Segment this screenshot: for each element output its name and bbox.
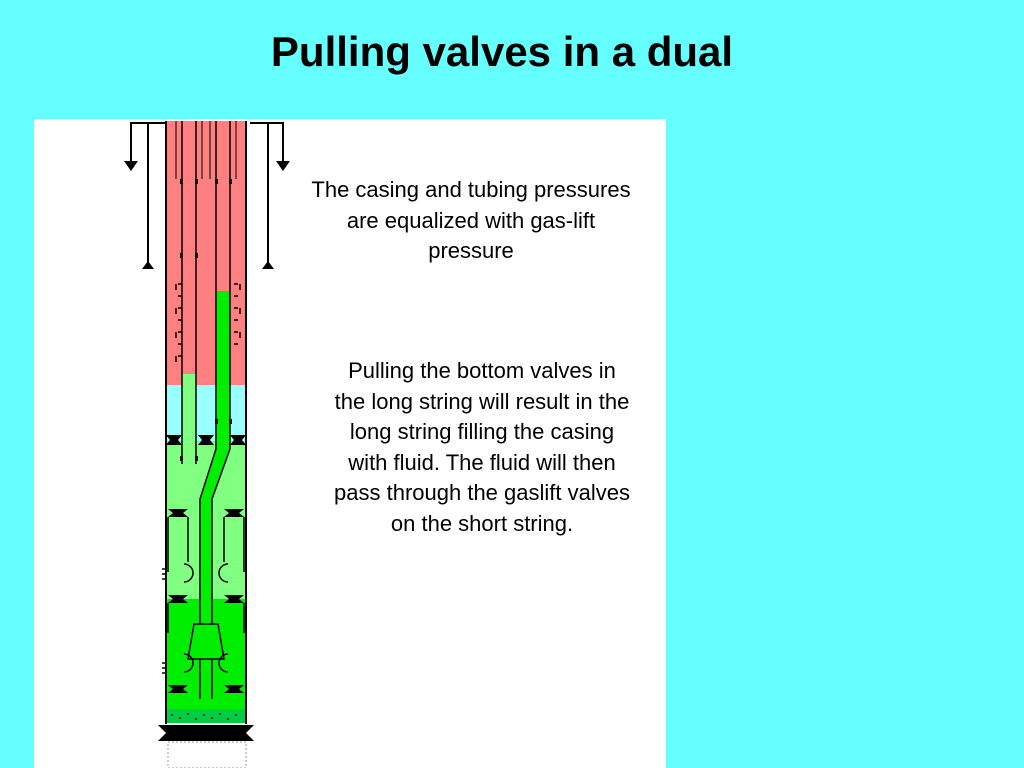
- packers: [158, 435, 254, 741]
- valve-dots: [180, 179, 232, 461]
- pressure-caption: The casing and tubing pressures are equa…: [311, 177, 631, 263]
- diagram-panel: The casing and tubing pressures are equa…: [34, 119, 666, 768]
- slide-title: Pulling valves in a dual: [270, 28, 734, 75]
- gravel-pack: [167, 709, 245, 723]
- wellhead-lines: [130, 122, 284, 269]
- pulling-valves-caption: Pulling the bottom valves in the long st…: [334, 358, 630, 536]
- arrow-up-icon: [142, 261, 154, 269]
- short-string: [175, 121, 203, 464]
- gas-lift-mandrel-marks: [175, 283, 241, 362]
- arrow-down-icon: [276, 161, 290, 171]
- arrow-up-icon: [262, 261, 274, 269]
- gas-pressure-zone: [166, 121, 246, 385]
- arrow-down-icon: [124, 161, 138, 171]
- flow-arrow-icons: [124, 161, 290, 269]
- formation-rock: [167, 741, 247, 768]
- dual-completion-wellbore-diagram: [124, 121, 290, 768]
- transition-zone: [166, 385, 246, 441]
- bottom-packer-icon: [158, 725, 254, 733]
